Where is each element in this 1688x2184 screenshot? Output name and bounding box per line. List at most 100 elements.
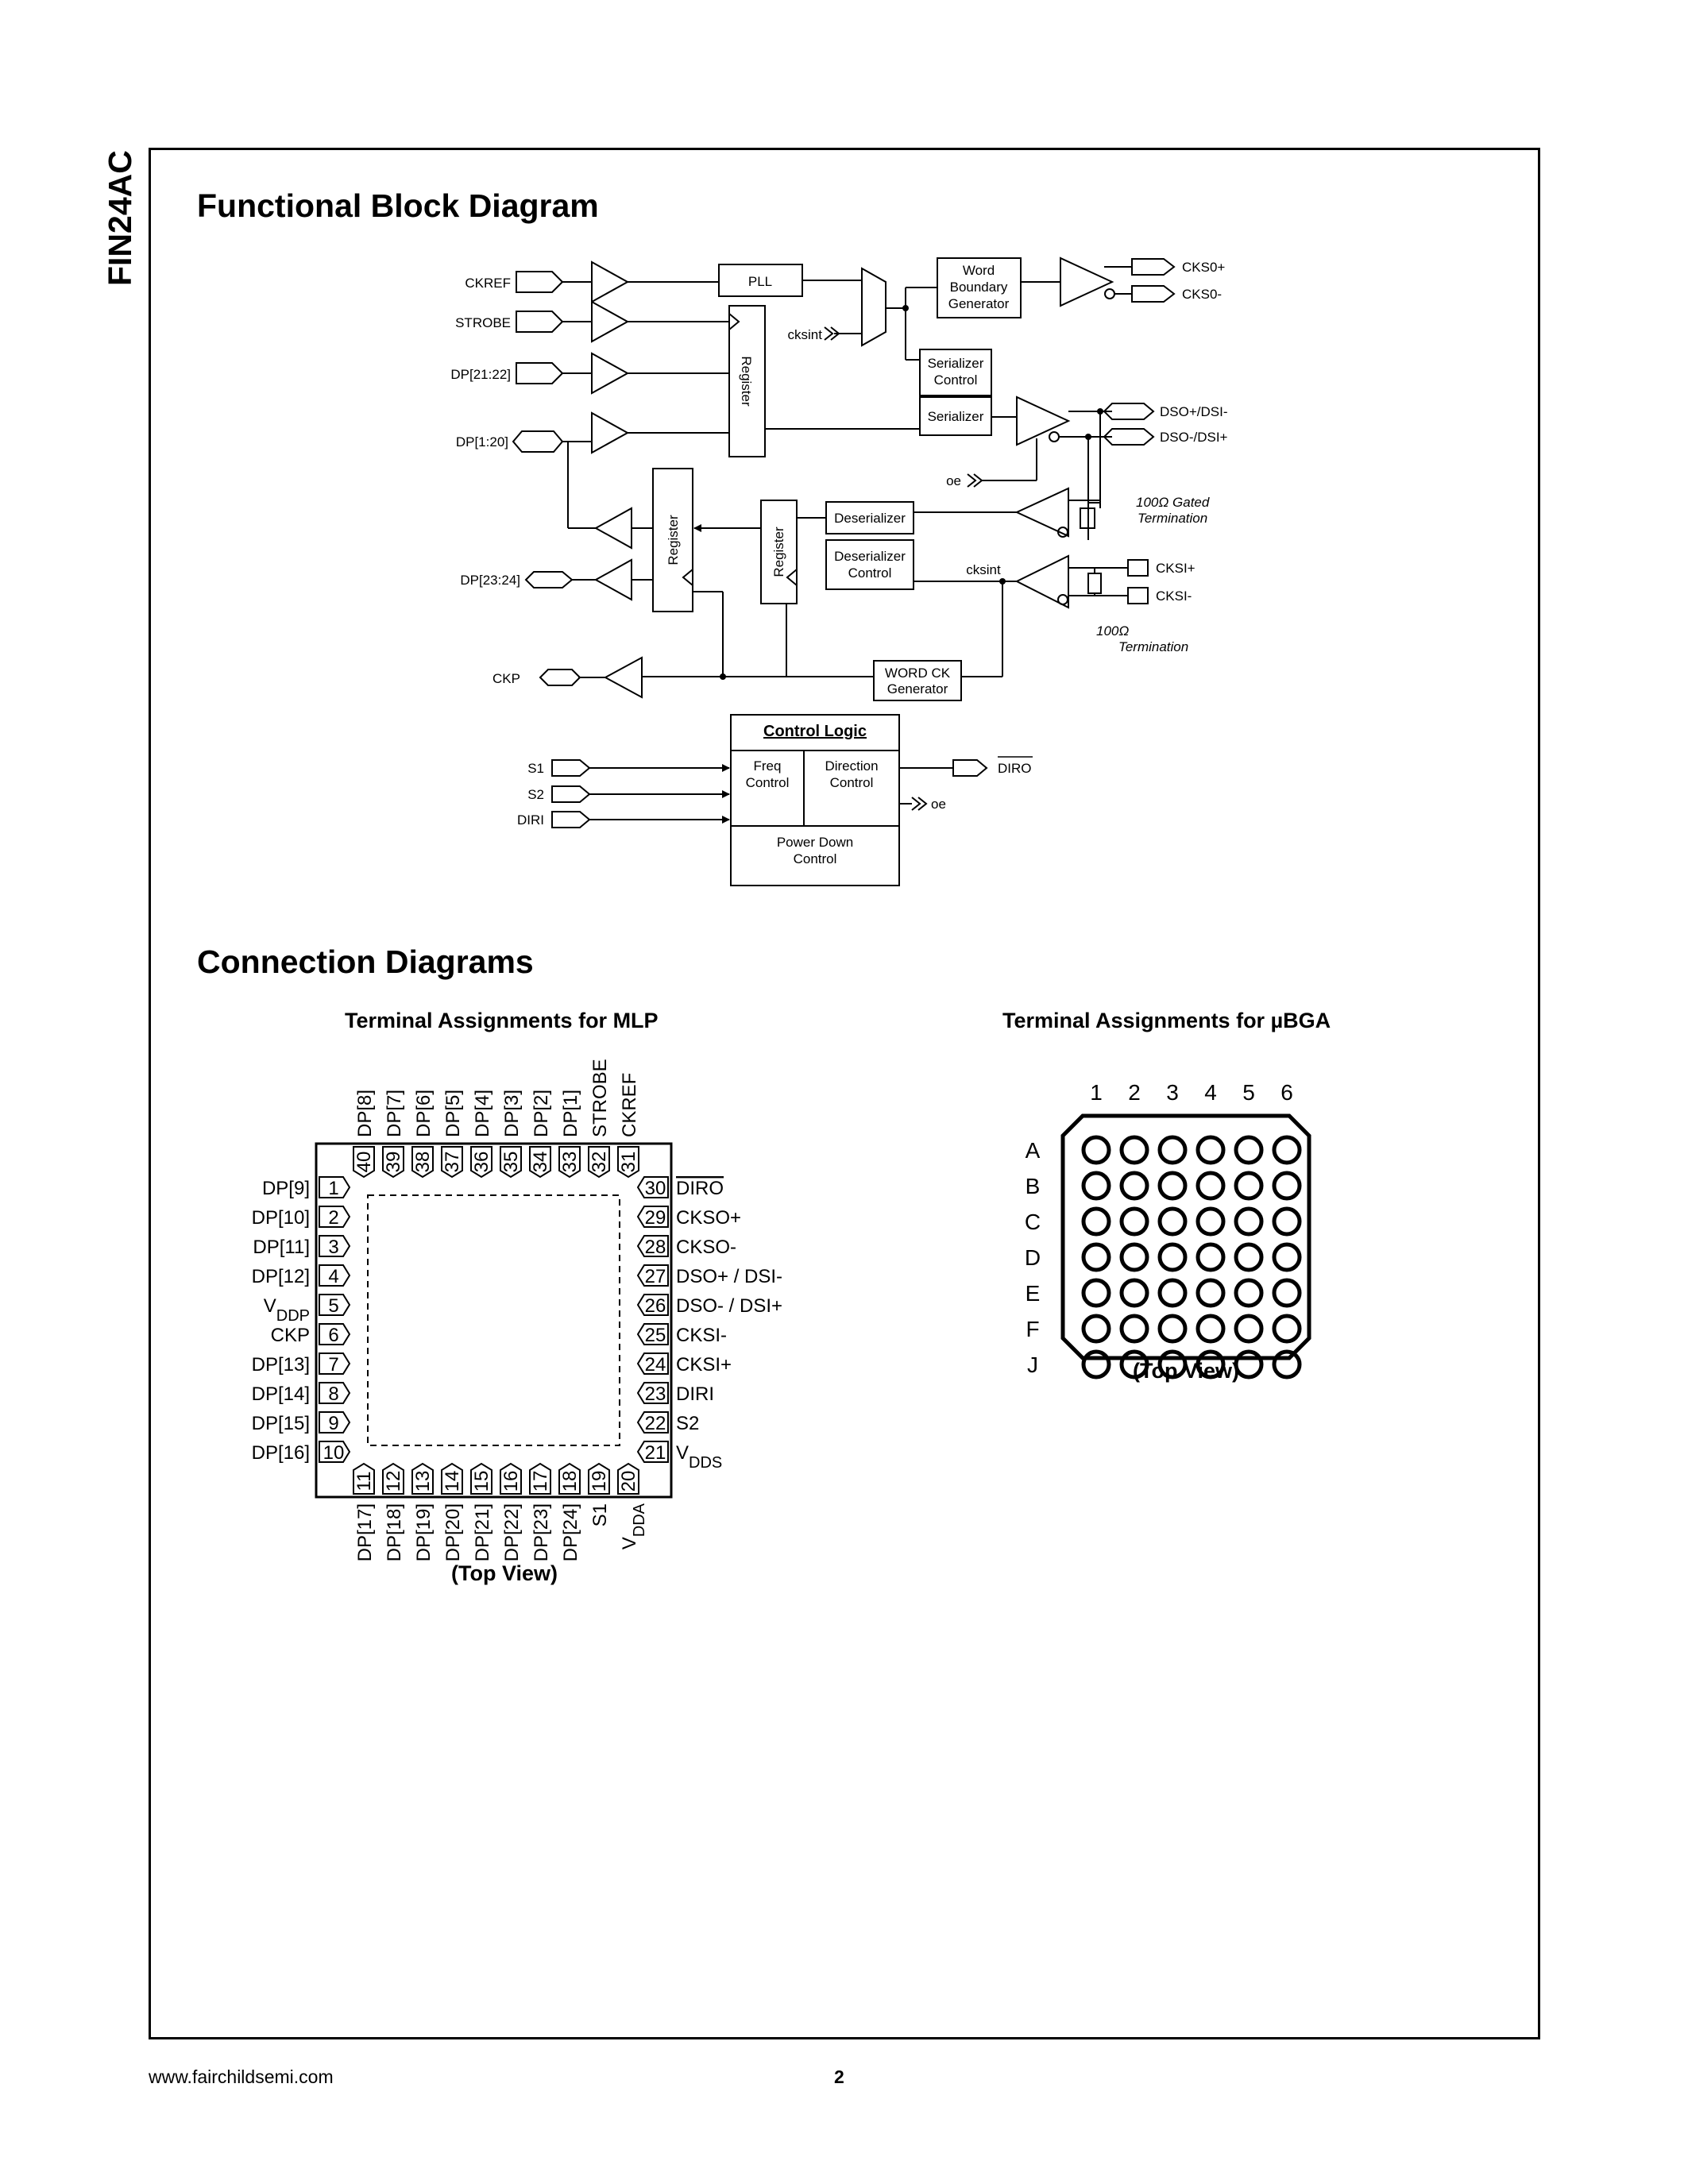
mlp-pin-number: 26: [645, 1295, 666, 1317]
mlp-pin-36: [470, 1146, 492, 1179]
power-down-line2: Control: [794, 851, 837, 866]
bga-column-label: 4: [1204, 1080, 1217, 1105]
mlp-pin-label: DP[12]: [252, 1266, 310, 1287]
serializer-control-line2: Control: [934, 372, 978, 388]
wbg-line3: Generator: [948, 296, 1010, 311]
bga-ball: [1157, 1135, 1188, 1165]
bga-ball: [1234, 1349, 1264, 1379]
term-line1: 100Ω: [1096, 623, 1129, 639]
mlp-pin-number: 36: [471, 1152, 492, 1173]
functional-block-diagram: CKREF STROBE DP[21:22] DP[1:20] DP[23:24…: [450, 257, 1228, 886]
dp1-20-pad: [512, 430, 564, 453]
mlp-pin-number: 32: [589, 1152, 610, 1173]
dp21-22-pad: [516, 362, 564, 384]
mlp-pin-37: [441, 1146, 463, 1179]
mlp-pin-number: 4: [328, 1266, 338, 1287]
ckp-pad: [539, 669, 581, 686]
diro-pad: [952, 759, 988, 777]
mlp-pin-number: 39: [383, 1152, 404, 1173]
tx-register-label: Register: [739, 356, 754, 407]
mlp-pin-label: DSO- / DSI+: [676, 1295, 782, 1317]
bga-title: Terminal Assignments for µBGA: [1002, 1009, 1331, 1032]
bga-column-label: 5: [1242, 1080, 1255, 1105]
mlp-pin-number: 30: [645, 1178, 666, 1199]
bga-ball: [1157, 1206, 1188, 1237]
mlp-title: Terminal Assignments for MLP: [345, 1009, 659, 1032]
bga-ball: [1119, 1242, 1149, 1272]
mlp-pin-label: VDDP: [264, 1295, 310, 1325]
mlp-pin-32: [588, 1146, 610, 1179]
mlp-pin-30: [636, 1176, 669, 1198]
ckref-pad: [516, 271, 564, 293]
bga-ball: [1196, 1171, 1226, 1201]
bga-ball: [1119, 1135, 1149, 1165]
mlp-pin-24: [636, 1352, 669, 1375]
mlp-pin-label: CKP: [271, 1325, 310, 1346]
mlp-exposed-pad: [367, 1194, 620, 1446]
word-ck-generator: [873, 660, 962, 701]
bga-row-label: C: [1025, 1210, 1041, 1234]
footer-url[interactable]: www.fairchildsemi.com: [149, 2066, 334, 2087]
block-diagram-heading: Functional Block Diagram: [197, 187, 599, 224]
mlp-pin-label: DP[18]: [384, 1503, 405, 1561]
mlp-pin-label: DP[7]: [384, 1090, 405, 1137]
tx-register: [728, 305, 766, 457]
mlp-pin-label: S1: [589, 1503, 611, 1526]
mlp-pin-number: 18: [559, 1471, 581, 1492]
bga-ball: [1081, 1314, 1111, 1344]
cks0-plus-label: CKS0+: [1182, 260, 1225, 275]
mlp-pin-number: 40: [353, 1152, 375, 1173]
bga-body: [1060, 1113, 1311, 1360]
dso-minus-pad: [1103, 428, 1155, 446]
word-ck-line1: WORD CK: [885, 666, 951, 681]
freq-control-line2: Control: [746, 775, 790, 790]
wbg-line2: Boundary: [950, 280, 1008, 295]
bga-ball: [1119, 1349, 1149, 1379]
mlp-pin-label: VDDA: [619, 1503, 648, 1549]
oe-label-1: oe: [946, 473, 961, 488]
dp23-24-out-buffer: [593, 558, 632, 601]
mlp-pin-number: 27: [645, 1266, 666, 1287]
deserializer-control-block: [825, 539, 914, 590]
mlp-pin-label: DP[8]: [354, 1090, 376, 1137]
mlp-pin-label: DP[21]: [472, 1503, 493, 1561]
mlp-pin-label: DP[14]: [252, 1383, 310, 1405]
direction-control-line1: Direction: [825, 758, 878, 774]
bga-ball: [1196, 1206, 1226, 1237]
power-down-line1: Power Down: [777, 835, 853, 850]
mlp-pin-label: CKREF: [619, 1073, 640, 1137]
mlp-pin-number: 31: [618, 1152, 639, 1173]
strobe-label: STROBE: [455, 315, 511, 330]
dso-plus-pad: [1103, 403, 1155, 420]
bga-ball: [1081, 1278, 1111, 1308]
mlp-pin-label: CKSI+: [676, 1354, 732, 1376]
mlp-pin-15: [470, 1462, 492, 1495]
bga-ball: [1234, 1278, 1264, 1308]
bga-ball: [1272, 1314, 1302, 1344]
dp21-22-buffer: [591, 352, 630, 395]
mlp-pin-number: 16: [500, 1471, 522, 1492]
bga-top-view-label: (Top View): [1133, 1359, 1239, 1383]
mlp-pin-16: [500, 1462, 522, 1495]
mlp-pin-number: 22: [645, 1413, 666, 1434]
gated-term-line2: Termination: [1138, 511, 1207, 526]
diro-label: DIRO: [998, 761, 1032, 776]
deserializer-label: Deserializer: [834, 511, 906, 526]
mlp-pin-number: 8: [328, 1383, 338, 1405]
ckref-buffer: [591, 260, 630, 303]
dp23-24-pad: [524, 571, 574, 588]
mlp-pin-5: [319, 1294, 351, 1316]
cksi-minus-pad: [1127, 587, 1149, 604]
dp1-20-buffer: [591, 411, 630, 454]
mlp-pin-number: 37: [442, 1152, 463, 1173]
mlp-pin-number: 10: [323, 1442, 345, 1464]
mlp-pin-label: DP[23]: [531, 1503, 552, 1561]
freq-control-line1: Freq: [754, 758, 782, 774]
mlp-body: [315, 1142, 673, 1499]
mlp-pin-number: 38: [412, 1152, 434, 1173]
cksi-plus-pad: [1127, 559, 1149, 577]
mlp-pin-39: [382, 1146, 404, 1179]
bga-ball: [1157, 1349, 1188, 1379]
bga-row-label: A: [1026, 1138, 1041, 1163]
mlp-pin-40: [353, 1146, 375, 1179]
